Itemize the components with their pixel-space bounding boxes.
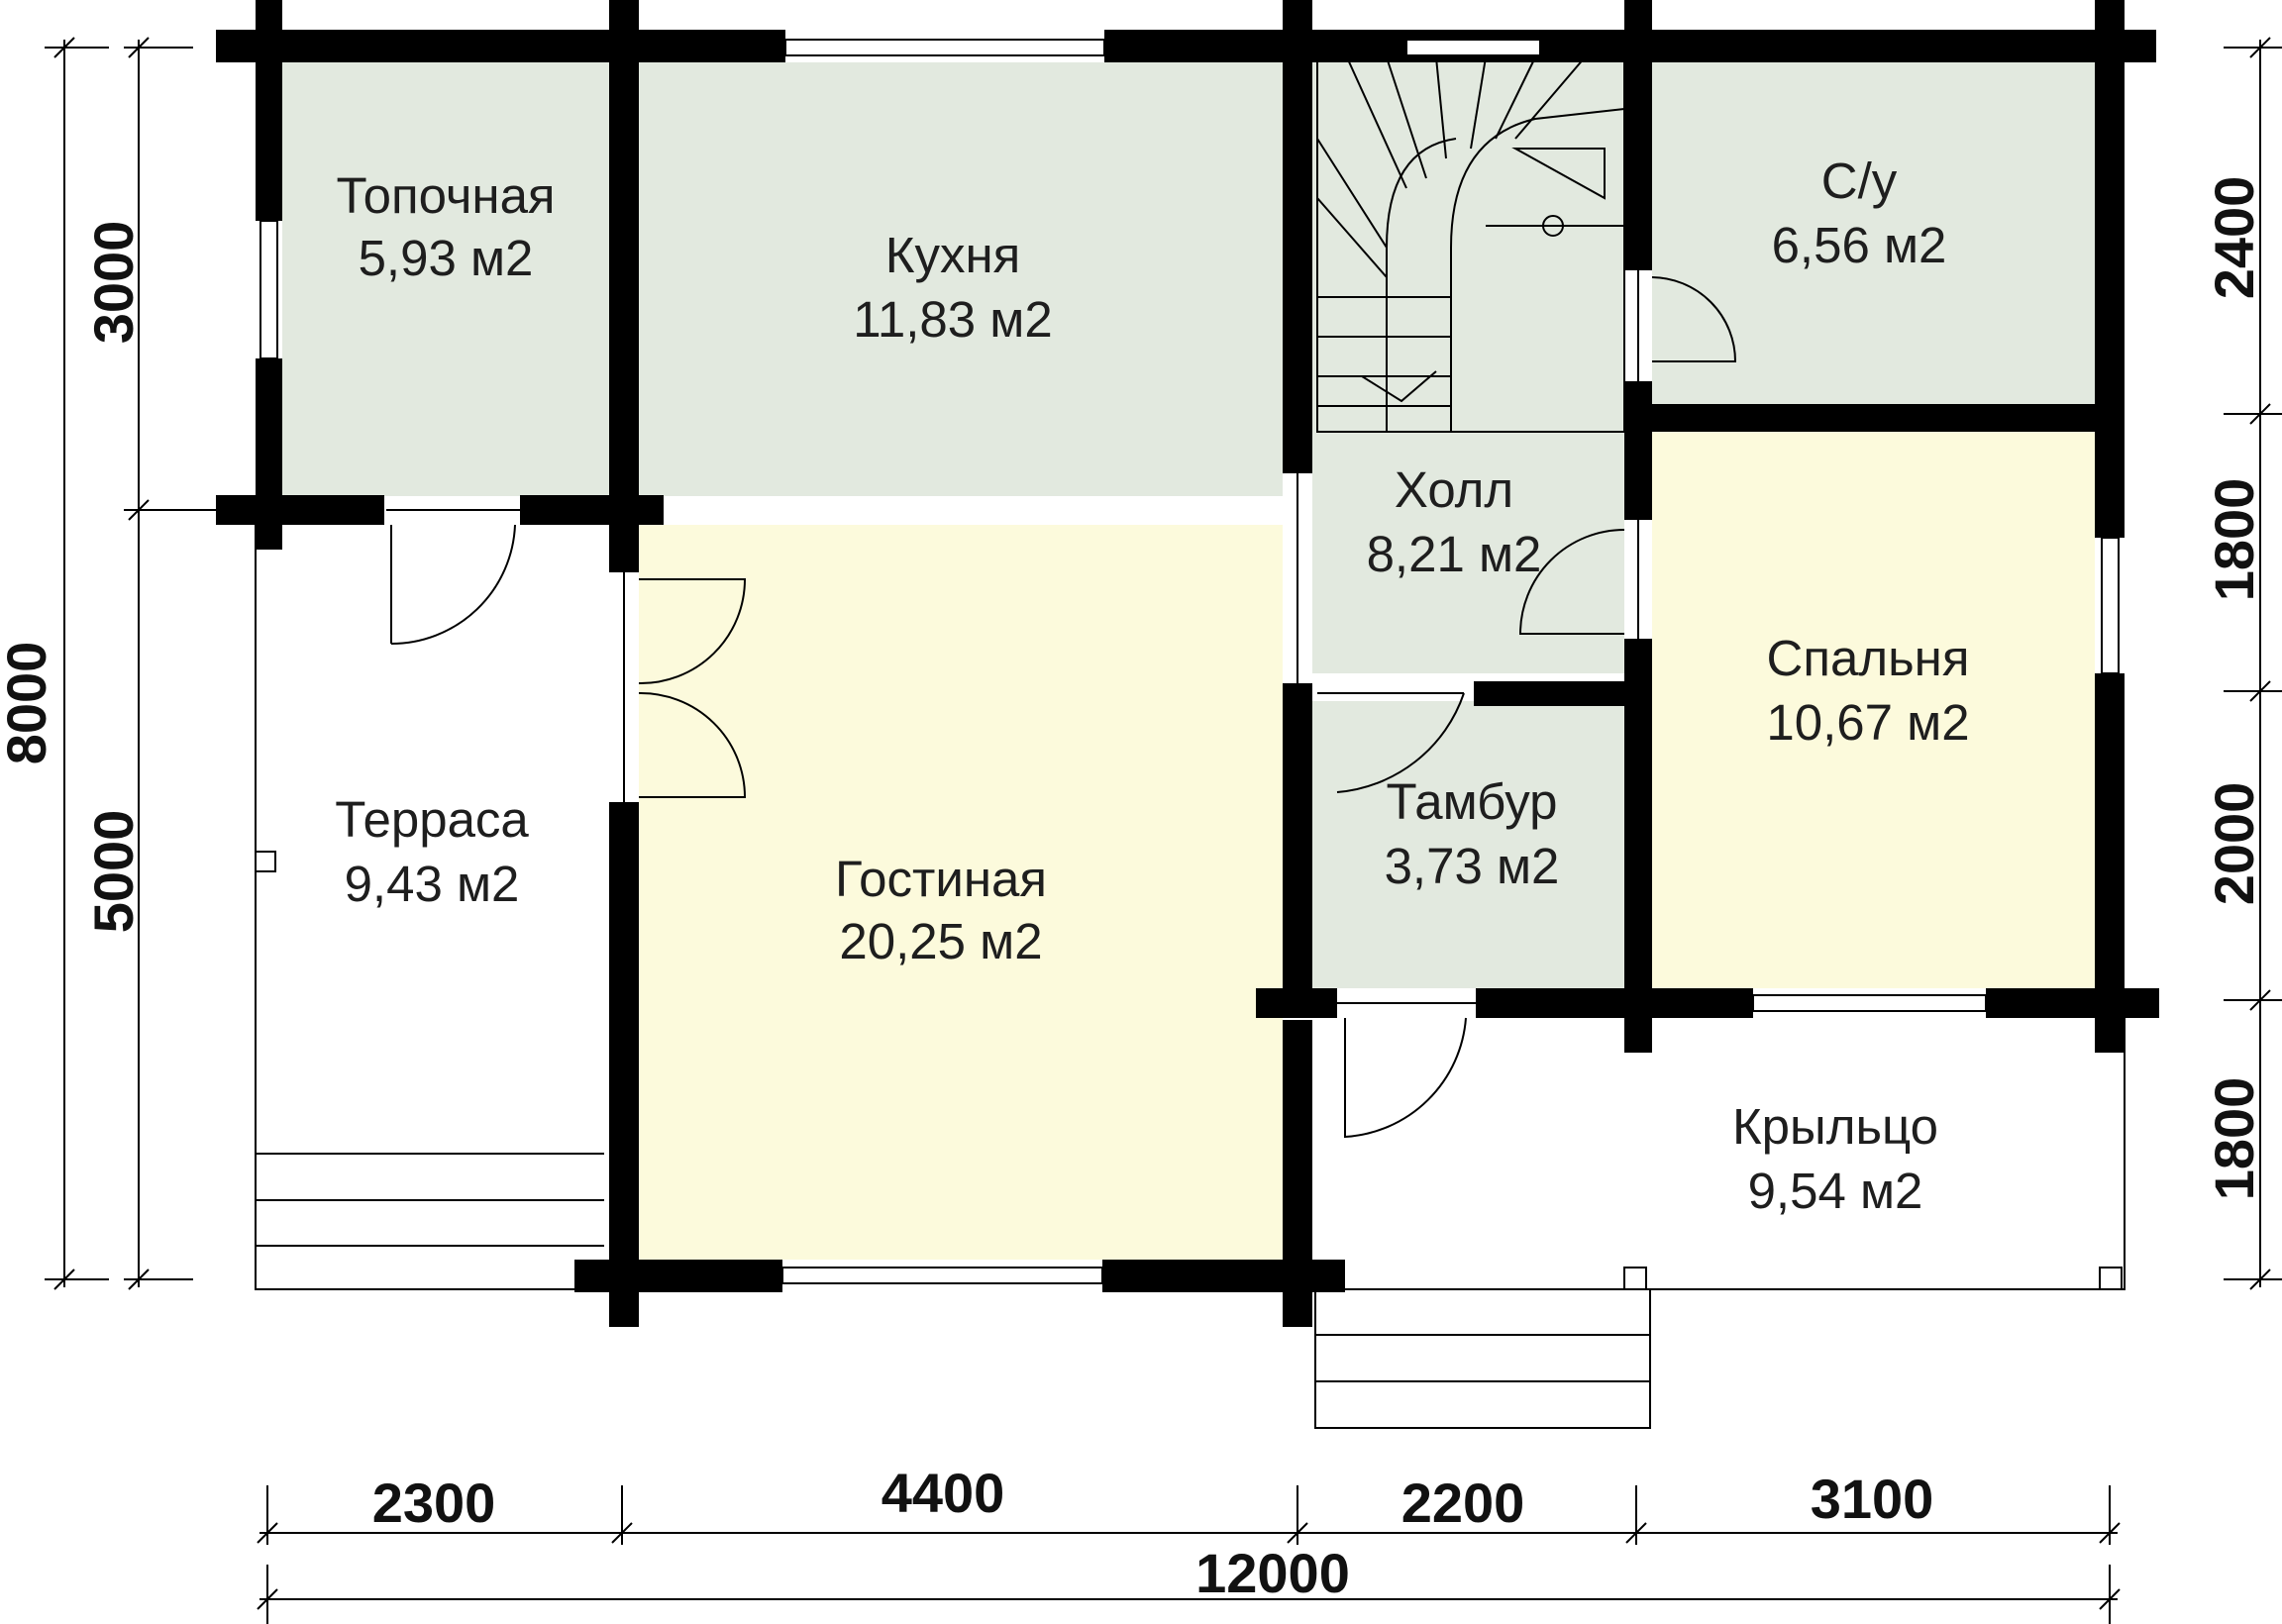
label-su-name: С/у [1821,152,1898,209]
dimensions-right: 2400 1800 2000 1800 [2203,37,2282,1290]
window-topochnaya [259,220,278,359]
dim-right-2: 1800 [2203,478,2265,602]
windows [259,39,2120,1284]
room-labels: Топочная 5,93 м2 Кухня 11,83 м2 С/у 6,56… [335,152,1969,1219]
label-tambur-area: 3,73 м2 [1385,838,1560,894]
room-fills [282,62,2095,1260]
dim-bottom-2: 4400 [882,1462,1005,1524]
label-gostinaya-name: Гостиная [835,851,1047,907]
label-gostinaya-area: 20,25 м2 [839,913,1042,969]
dim-left-total: 8000 [0,642,57,765]
window-bedroom-side [2101,537,2120,674]
label-holl-area: 8,21 м2 [1367,526,1542,582]
dim-right-1: 2400 [2203,176,2265,300]
window-living [781,1267,1103,1284]
dimensions-bottom: 2300 4400 2200 3100 12000 [257,1462,2121,1624]
fill-su [1652,62,2095,404]
fill-kukhnya [639,62,1283,496]
dim-bottom-1: 2300 [372,1472,496,1534]
dim-left-bottom: 5000 [82,810,145,934]
label-kukhnya-name: Кухня [885,227,1021,283]
fill-holl [1312,62,1624,673]
porch-outline [1314,1010,2126,1429]
dim-bottom-4: 3100 [1811,1468,1934,1530]
label-spalnya-area: 10,67 м2 [1766,694,1969,751]
label-topochnaya-name: Топочная [336,167,555,224]
window-stair [1405,39,1541,56]
label-holl-name: Холл [1395,461,1513,518]
dim-left-top: 3000 [82,221,145,345]
dim-bottom-3: 2200 [1401,1472,1525,1534]
label-tambur-name: Тамбур [1386,773,1557,830]
doors [386,270,1737,1139]
dim-right-3: 2000 [2203,782,2265,906]
fill-tambur [1312,701,1624,988]
label-su-area: 6,56 м2 [1772,217,1947,273]
fill-gostinaya [639,525,1283,1260]
dimensions-left: 8000 3000 5000 [0,37,228,1290]
label-kryltso-name: Крыльцо [1732,1098,1938,1155]
label-terrasa-name: Терраса [335,791,529,848]
fill-spalnya [1652,432,2095,988]
label-kukhnya-area: 11,83 м2 [853,291,1052,348]
label-topochnaya-area: 5,93 м2 [359,230,534,286]
dim-right-4: 1800 [2203,1077,2265,1201]
walls [216,0,2159,1327]
label-terrasa-area: 9,43 м2 [345,856,520,912]
dim-bottom-total: 12000 [1195,1542,1350,1604]
fill-topochnaya [282,62,609,496]
terrace-outline [255,515,609,1290]
window-bedroom-front [1752,994,1987,1012]
window-kitchen [784,39,1105,56]
label-spalnya-name: Спальня [1767,630,1970,686]
label-kryltso-area: 9,54 м2 [1748,1163,1923,1219]
